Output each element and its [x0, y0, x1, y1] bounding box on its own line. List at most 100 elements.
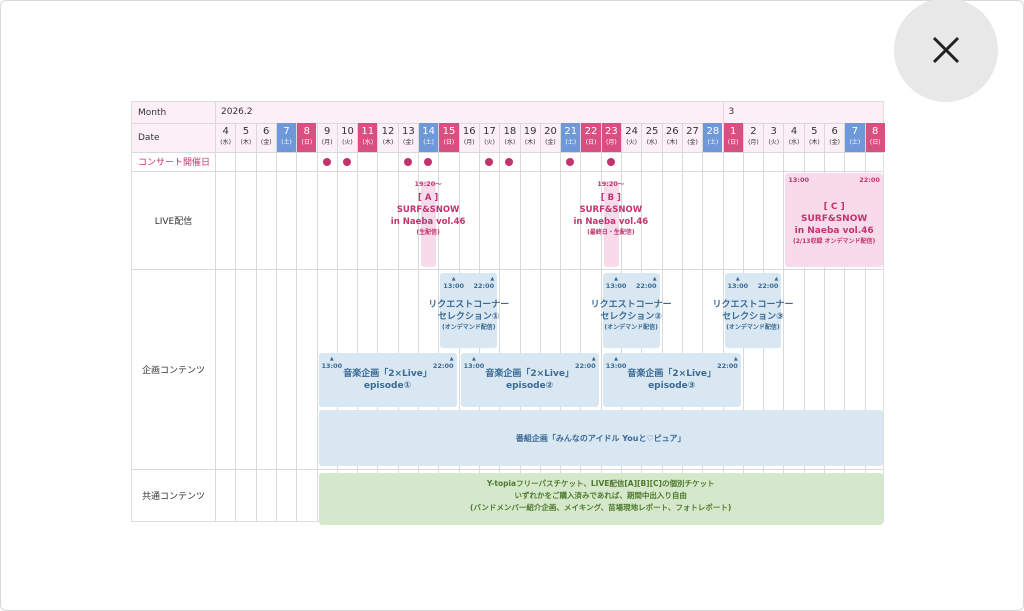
time-end: ▲22:00 [575, 356, 596, 370]
weekday-label: (木) [666, 139, 678, 146]
time-end-text: 22:00 [432, 362, 454, 370]
date-number: 23 [604, 126, 618, 137]
live-code: [ A ] [418, 193, 439, 203]
date-row [132, 123, 883, 152]
episode-text: 音楽企画「2×Live」 episode② [461, 368, 599, 392]
request-title: リクエストコーナー [712, 300, 794, 310]
live-label: LIVE配信 [154, 216, 193, 227]
program-box[interactable]: 番組企画「みんなのアイドル Youと♡ピュア」 [318, 410, 883, 466]
date-number: 10 [341, 126, 354, 137]
column-divider [661, 123, 663, 521]
row-divider [132, 123, 883, 124]
time-end-text: 22:00 [717, 362, 738, 370]
common-box[interactable]: Y-topiaフリーパスチケット、LIVE配信[A][B][C]の個別チケットい… [318, 473, 883, 525]
date-number: 19 [523, 126, 537, 137]
row-divider [132, 152, 883, 153]
weekday-label: (水) [504, 139, 516, 146]
triangle-icon: ▲ [449, 356, 454, 362]
date-number: 28 [706, 126, 720, 137]
date-cell: 23(月) [601, 123, 621, 152]
time-end-text: 22:00 [574, 362, 596, 370]
date-number: 4 [790, 126, 798, 137]
request-note: (オンデマンド配信) [604, 324, 658, 331]
live-title: SURF&SNOW [800, 214, 868, 224]
weekday-label: (月) [321, 139, 333, 146]
triangle-icon: ▲ [490, 276, 495, 282]
date-number: 13 [401, 126, 415, 137]
live-code: [ C ] [823, 202, 845, 212]
date-cell: 17 (火) [480, 123, 499, 152]
request-text: リクエストコーナーセレクション③(オンデマンド配信) [705, 299, 802, 332]
column-divider [275, 123, 277, 521]
date-number: 20 [544, 126, 557, 137]
date-cell: 5(木) [805, 123, 824, 152]
live-title: SURF&SNOW [579, 205, 643, 215]
date-number: 26 [665, 126, 679, 137]
time-start-text: 13:00 [605, 282, 627, 290]
month-label: 3 [728, 107, 735, 117]
time-end: ▲22:00 [473, 276, 494, 290]
date-number: 2 [750, 126, 757, 137]
kikaku-label: 企画コンテンツ [141, 365, 205, 376]
concert-day-dot [403, 158, 412, 166]
weekday-label: (日) [443, 139, 455, 146]
date-number: 25 [645, 126, 659, 137]
weekday-label: (土) [565, 139, 577, 146]
concert-day-dot [485, 158, 494, 166]
live-event-[ B ]: 19:20〜[ B ]SURF&SNOWin Naeba vol.46(最終日・… [551, 179, 671, 237]
weekday-label: (水) [362, 139, 374, 146]
time-end-text: 22:00 [757, 282, 779, 290]
date-number: 24 [625, 126, 639, 137]
column-divider [215, 102, 216, 521]
month-label: Month [138, 107, 167, 118]
time-end: ▲22:00 [717, 356, 738, 370]
weekday-label: (水) [646, 139, 658, 146]
date-number: 21 [564, 126, 578, 137]
date-cell: 19(木) [521, 123, 540, 152]
weekday-label: (金) [829, 139, 840, 146]
live-note: (2/13収録 オンデマンド配信) [792, 238, 876, 245]
live-title: SURF&SNOW [396, 205, 460, 215]
close-button[interactable] [894, 0, 998, 102]
column-divider [600, 123, 602, 521]
episode-text: 音楽企画「2×Live」episode① [319, 368, 457, 392]
triangle-icon: ▲ [733, 356, 738, 362]
date-cell: 12(木) [378, 123, 397, 152]
weekday-label: (水) [220, 139, 231, 146]
concert-day-dot [505, 158, 514, 166]
weekday-label: (木) [240, 139, 252, 146]
column-divider [783, 123, 785, 521]
triangle-icon: ▲ [472, 356, 476, 362]
date-cell: 28(土) [703, 123, 723, 152]
date-cell: 8(日) [865, 123, 885, 152]
live-code: [ B ] [600, 193, 621, 203]
time-end: ▲22:00 [433, 356, 454, 370]
weekday-label: (日) [301, 139, 313, 146]
date-number: 17 [483, 126, 496, 137]
triangle-icon: ▲ [614, 276, 618, 282]
date-cell: 2(月) [744, 123, 763, 152]
column-divider [560, 123, 562, 521]
weekday-label: (金) [687, 139, 698, 146]
weekday-label: (月) [463, 139, 475, 146]
time-start-text: 13:00 [463, 362, 485, 370]
date-cell: 5(木) [236, 123, 255, 152]
column-divider [803, 123, 805, 521]
episode-title: 音楽企画「2×Live」 [485, 369, 574, 379]
date-cell: 18(水) [500, 123, 519, 152]
weekday-label: (土) [281, 139, 292, 146]
episode-title: episode③ [648, 381, 696, 391]
triangle-icon: ▲ [652, 276, 657, 282]
episode-title: episode② [505, 381, 554, 391]
concert-day-dot [322, 158, 331, 166]
time-start: 13:00 [788, 176, 810, 184]
time-start: ▲13:00 [606, 276, 627, 290]
triangle-icon: ▲ [614, 356, 618, 362]
weekday-label: (火) [484, 139, 495, 146]
